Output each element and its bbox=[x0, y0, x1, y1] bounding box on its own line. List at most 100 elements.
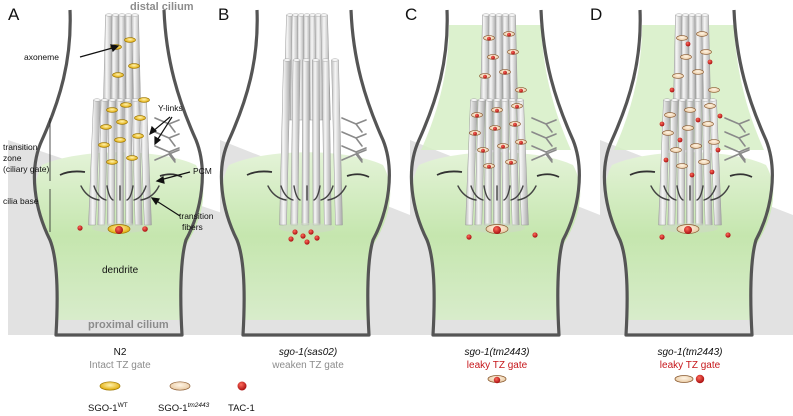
panel-a-genotype: N2 bbox=[114, 347, 127, 358]
panel-b-cilium bbox=[219, 9, 391, 337]
legend: SGO-1WT SGO-1tm2443 TAC-1 bbox=[88, 381, 255, 414]
panel-a-sgo1-wt-ring bbox=[138, 97, 150, 103]
panel-d-tac1-dot bbox=[685, 41, 691, 47]
panel-d-tac1-dot bbox=[659, 121, 665, 127]
panel-c-cytoplasm bbox=[412, 152, 581, 320]
panel-c-tac1-dot bbox=[481, 148, 485, 153]
panel-d-sgo1-mutant-ring bbox=[700, 49, 712, 55]
panel-d-tac1-dot bbox=[725, 232, 731, 238]
panel-a-annotations: distal cilium proximal cilium axoneme Y-… bbox=[3, 1, 214, 331]
panel-a-sgo1-wt-ring bbox=[106, 159, 118, 165]
panel-c-tac1-dot bbox=[532, 232, 538, 238]
panel-a-sgo1-wt-ring bbox=[124, 37, 136, 43]
panel-a-cilium bbox=[32, 9, 204, 337]
panel-a-cytoplasm bbox=[35, 152, 204, 320]
panel-d-sgo1-mutant-ring bbox=[698, 159, 710, 165]
panel-d-sgo1-mutant-ring bbox=[662, 130, 674, 136]
tz-label-1: transition bbox=[3, 142, 38, 152]
panel-d-membrane bbox=[602, 9, 774, 337]
panel-b-membrane bbox=[219, 9, 391, 337]
panel-b-gate: weaken TZ gate bbox=[271, 360, 344, 371]
panel-d-tac1-dot bbox=[659, 234, 665, 240]
panel-c-tac1-dot bbox=[495, 108, 499, 113]
panel-c-tac1-dot bbox=[519, 140, 523, 145]
panel-d-genotype: sgo-1(tm2443) bbox=[657, 347, 722, 358]
panel-c-microtubule bbox=[493, 99, 501, 226]
panel-d-sgo1-mutant-ring bbox=[696, 31, 708, 37]
panel-c-tac1-dot bbox=[513, 122, 517, 127]
panel-a-sgo1-wt-ring bbox=[106, 107, 118, 113]
panel-d-tac1-dot bbox=[677, 137, 683, 143]
panel-d-tac1-dot bbox=[684, 226, 692, 234]
legend-tac-label: TAC-1 bbox=[228, 403, 255, 414]
wt-ring-icon bbox=[99, 381, 121, 391]
panel-d-sgo1-mutant-ring bbox=[680, 54, 692, 60]
panel-d-tac1-dot bbox=[689, 172, 695, 178]
panel-d-ylinks bbox=[724, 117, 750, 163]
panel-d-tac1-dot bbox=[717, 113, 723, 119]
ylinks-label: Y-links bbox=[158, 103, 183, 113]
legend-sgo1-mutant: SGO-1tm2443 bbox=[158, 381, 210, 414]
panel-a-sgo1-wt-ring bbox=[134, 115, 146, 121]
transition-fibers-label-2: fibers bbox=[182, 222, 203, 232]
panel-d-tac1-dot bbox=[669, 87, 675, 93]
panel-a-sgo1-wt-ring bbox=[114, 137, 126, 143]
panel-d-sgo1-mutant-ring bbox=[664, 112, 676, 118]
panel-d-microtubule bbox=[676, 99, 687, 226]
panel-b-cytoplasm bbox=[222, 152, 391, 320]
panel-c-letter: C bbox=[405, 5, 417, 24]
tz-label-3: (ciliary gate) bbox=[3, 164, 49, 174]
panel-c-tac1-dot bbox=[511, 50, 515, 55]
panel-d-sgo1-mutant-ring bbox=[676, 35, 688, 41]
panel-d-tac1-dot bbox=[709, 169, 715, 175]
panel-d-tac1-dot bbox=[663, 157, 669, 163]
legend-wt-label: SGO-1WT bbox=[88, 402, 128, 414]
panel-d-tac1-dot bbox=[707, 59, 713, 65]
panel-d-sgo1-mutant-ring bbox=[692, 69, 704, 75]
panel-a-microtubule bbox=[110, 14, 120, 101]
legend-mutant-label: SGO-1tm2443 bbox=[158, 402, 210, 414]
panel-d-cytoplasm bbox=[605, 152, 774, 320]
panel-d-cilium bbox=[602, 9, 774, 337]
panel-c-tac1-dot bbox=[509, 160, 513, 165]
panel-d-sgo1-mutant-ring bbox=[670, 147, 682, 153]
panel-a-gate: Intact TZ gate bbox=[89, 360, 151, 371]
panel-a-sgo1-wt-ring bbox=[128, 63, 140, 69]
panel-b-ylinks bbox=[341, 117, 367, 163]
panel-b-tac1-dot bbox=[288, 236, 294, 242]
panel-a-ylinks bbox=[154, 117, 180, 163]
panel-a-membrane bbox=[32, 9, 204, 337]
cilia-base-label: cilia base bbox=[3, 196, 39, 206]
panel-a-microtubule bbox=[118, 14, 126, 101]
panel-c-tac1-dot bbox=[491, 55, 495, 60]
panel-a-tac1-dot bbox=[115, 226, 123, 234]
panel-c-genotype: sgo-1(tm2443) bbox=[464, 347, 529, 358]
panel-d-letter: D bbox=[590, 5, 602, 24]
proximal-cilium-label: proximal cilium bbox=[88, 319, 169, 331]
panel-c-tac1-dot bbox=[493, 126, 497, 131]
panel-c-transition-fibers bbox=[457, 185, 537, 201]
mutant-ring-icon bbox=[169, 381, 191, 391]
panel-b-tac1-dot bbox=[292, 229, 298, 235]
panel-b-tac1-dot bbox=[308, 229, 314, 235]
ylinks-arrow-2 bbox=[155, 116, 173, 143]
transition-fibers-label-1: transition bbox=[179, 211, 214, 221]
axoneme-label: axoneme bbox=[24, 52, 59, 62]
panel-c-tac1-dot bbox=[475, 113, 479, 118]
panel-d-sgo1-mutant-ring bbox=[708, 87, 720, 93]
distal-cilium-label: distal cilium bbox=[130, 1, 194, 13]
transition-fibers-arrow bbox=[154, 199, 181, 217]
panel-a-transition-fibers bbox=[80, 185, 160, 201]
panel-c-symbol bbox=[487, 375, 507, 384]
panel-d-sgo1-mutant-ring bbox=[708, 139, 720, 145]
panel-c-ylinks bbox=[531, 117, 557, 163]
panel-b-genotype: sgo-1(sas02) bbox=[279, 347, 337, 358]
panel-d-tac1-dot bbox=[715, 147, 721, 153]
panel-d-sgo1-mutant-ring bbox=[690, 143, 702, 149]
panel-c-tac1-dot bbox=[487, 164, 491, 169]
panel-b-microtubule bbox=[301, 59, 310, 226]
panel-c-tac1-dot bbox=[493, 226, 501, 234]
panel-a-microtubule bbox=[123, 99, 134, 226]
legend-sgo1-wt: SGO-1WT bbox=[88, 381, 128, 414]
